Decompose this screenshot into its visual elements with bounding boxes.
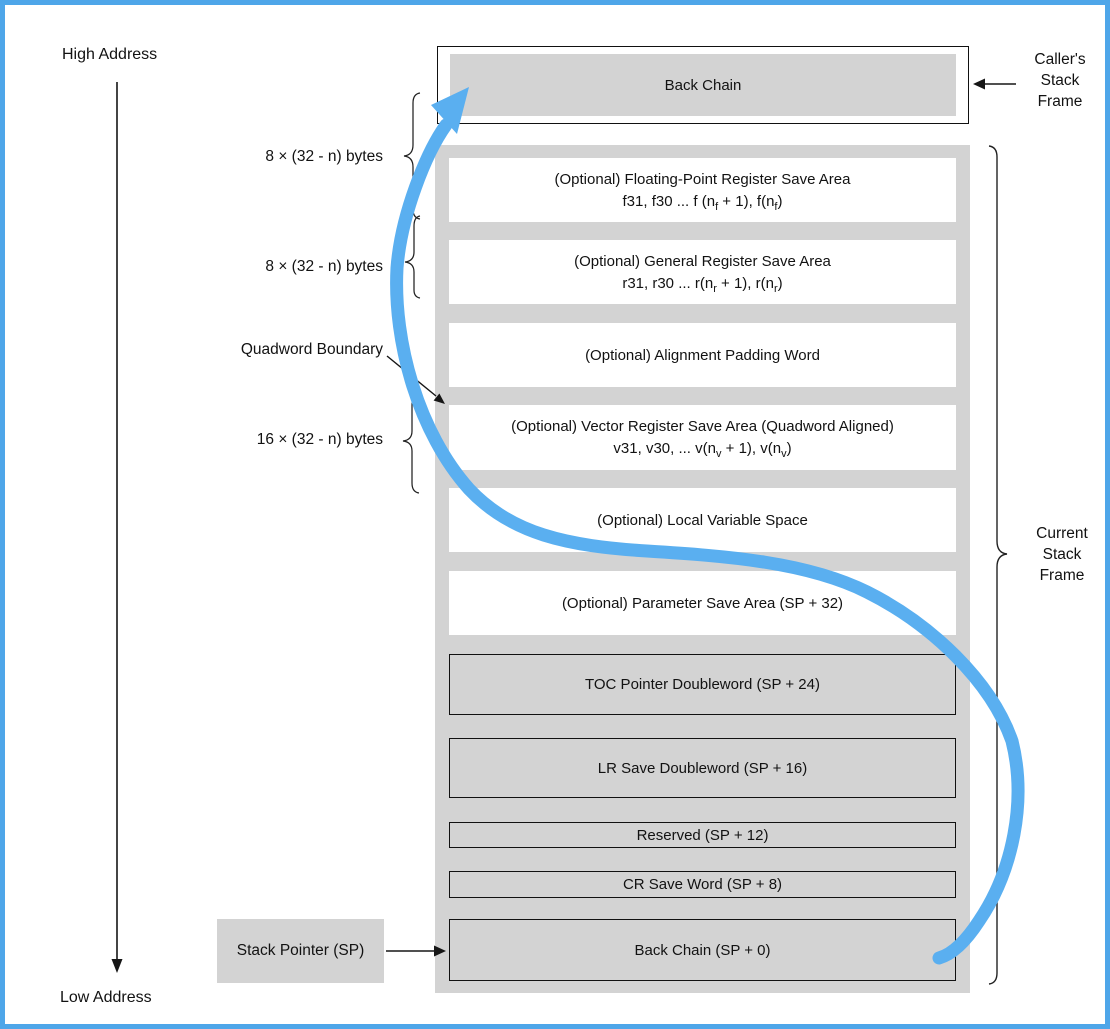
row-line2: r31, r30 ... r(nr + 1), r(nr)	[622, 274, 783, 295]
row-line1: (Optional) Floating-Point Register Save …	[554, 170, 851, 188]
row-line1: TOC Pointer Doubleword (SP + 24)	[585, 676, 820, 693]
callers-stack-frame-line: Stack	[1040, 72, 1080, 89]
vr-size-label: 16 × (32 - n) bytes	[256, 431, 383, 448]
row-parameter-save-area: (Optional) Parameter Save Area (SP + 32)	[449, 571, 956, 635]
caller-back-chain-box: Back Chain	[437, 46, 969, 124]
gr-size-label: 8 × (32 - n) bytes	[265, 258, 383, 275]
caller-frame-arrowhead-icon	[973, 78, 985, 90]
row-line2: f31, f30 ... f (nf + 1), f(nf)	[622, 192, 783, 213]
row-line1: (Optional) Local Variable Space	[597, 511, 808, 529]
callers-stack-frame-line: Caller's	[1034, 51, 1086, 68]
stack-pointer-box: Stack Pointer (SP)	[217, 919, 384, 983]
row-local-variable-space: (Optional) Local Variable Space	[449, 488, 956, 552]
row-line1: (Optional) Parameter Save Area (SP + 32)	[561, 594, 844, 612]
caller-back-chain-cell: Back Chain	[450, 54, 956, 116]
row-line1: (Optional) Alignment Padding Word	[585, 346, 820, 364]
low-address-label: Low Address	[60, 989, 152, 1006]
row-toc-pointer-doubleword: TOC Pointer Doubleword (SP + 24)	[449, 654, 956, 715]
row-line2: v31, v30, ... v(nv + 1), v(nv)	[613, 440, 792, 460]
quadword-boundary-label: Quadword Boundary	[240, 341, 383, 358]
current-stack-frame-line: Current	[1036, 525, 1088, 542]
callers-stack-frame-line: Frame	[1037, 93, 1083, 110]
row-line1: (Optional) Vector Register Save Area (Qu…	[511, 418, 894, 435]
row-vector-register-save-area: (Optional) Vector Register Save Area (Qu…	[449, 405, 956, 470]
current-stack-frame-label: Current Stack Frame	[1017, 523, 1105, 586]
gr-size-brace	[404, 215, 421, 299]
callers-stack-frame-label: Caller's Stack Frame	[1015, 49, 1105, 112]
row-general-register-save-area: (Optional) General Register Save Area r3…	[449, 240, 956, 304]
address-direction-arrowhead-icon	[111, 959, 123, 973]
vr-size-brace	[402, 394, 420, 494]
row-line1: LR Save Doubleword (SP + 16)	[597, 759, 808, 777]
current-stack-frame-line: Frame	[1039, 567, 1085, 584]
row-alignment-padding-word: (Optional) Alignment Padding Word	[449, 323, 956, 387]
row-line1: CR Save Word (SP + 8)	[622, 876, 783, 893]
row-line1: Reserved (SP + 12)	[636, 826, 769, 844]
high-address-label: High Address	[62, 46, 158, 63]
row-line1: (Optional) General Register Save Area	[574, 252, 831, 270]
row-lr-save-doubleword: LR Save Doubleword (SP + 16)	[449, 738, 956, 798]
row-fp-register-save-area: (Optional) Floating-Point Register Save …	[449, 158, 956, 222]
row-cr-save-word: CR Save Word (SP + 8)	[449, 871, 956, 898]
current-stack-frame-line: Stack	[1042, 546, 1082, 563]
quadword-boundary-line	[386, 355, 437, 397]
fp-size-brace	[403, 92, 421, 220]
current-frame-brace	[988, 145, 1008, 985]
row-line1: Back Chain (SP + 0)	[634, 941, 771, 959]
fp-size-label: 8 × (32 - n) bytes	[265, 148, 383, 165]
row-back-chain-sp0: Back Chain (SP + 0)	[449, 919, 956, 981]
row-reserved: Reserved (SP + 12)	[449, 822, 956, 848]
